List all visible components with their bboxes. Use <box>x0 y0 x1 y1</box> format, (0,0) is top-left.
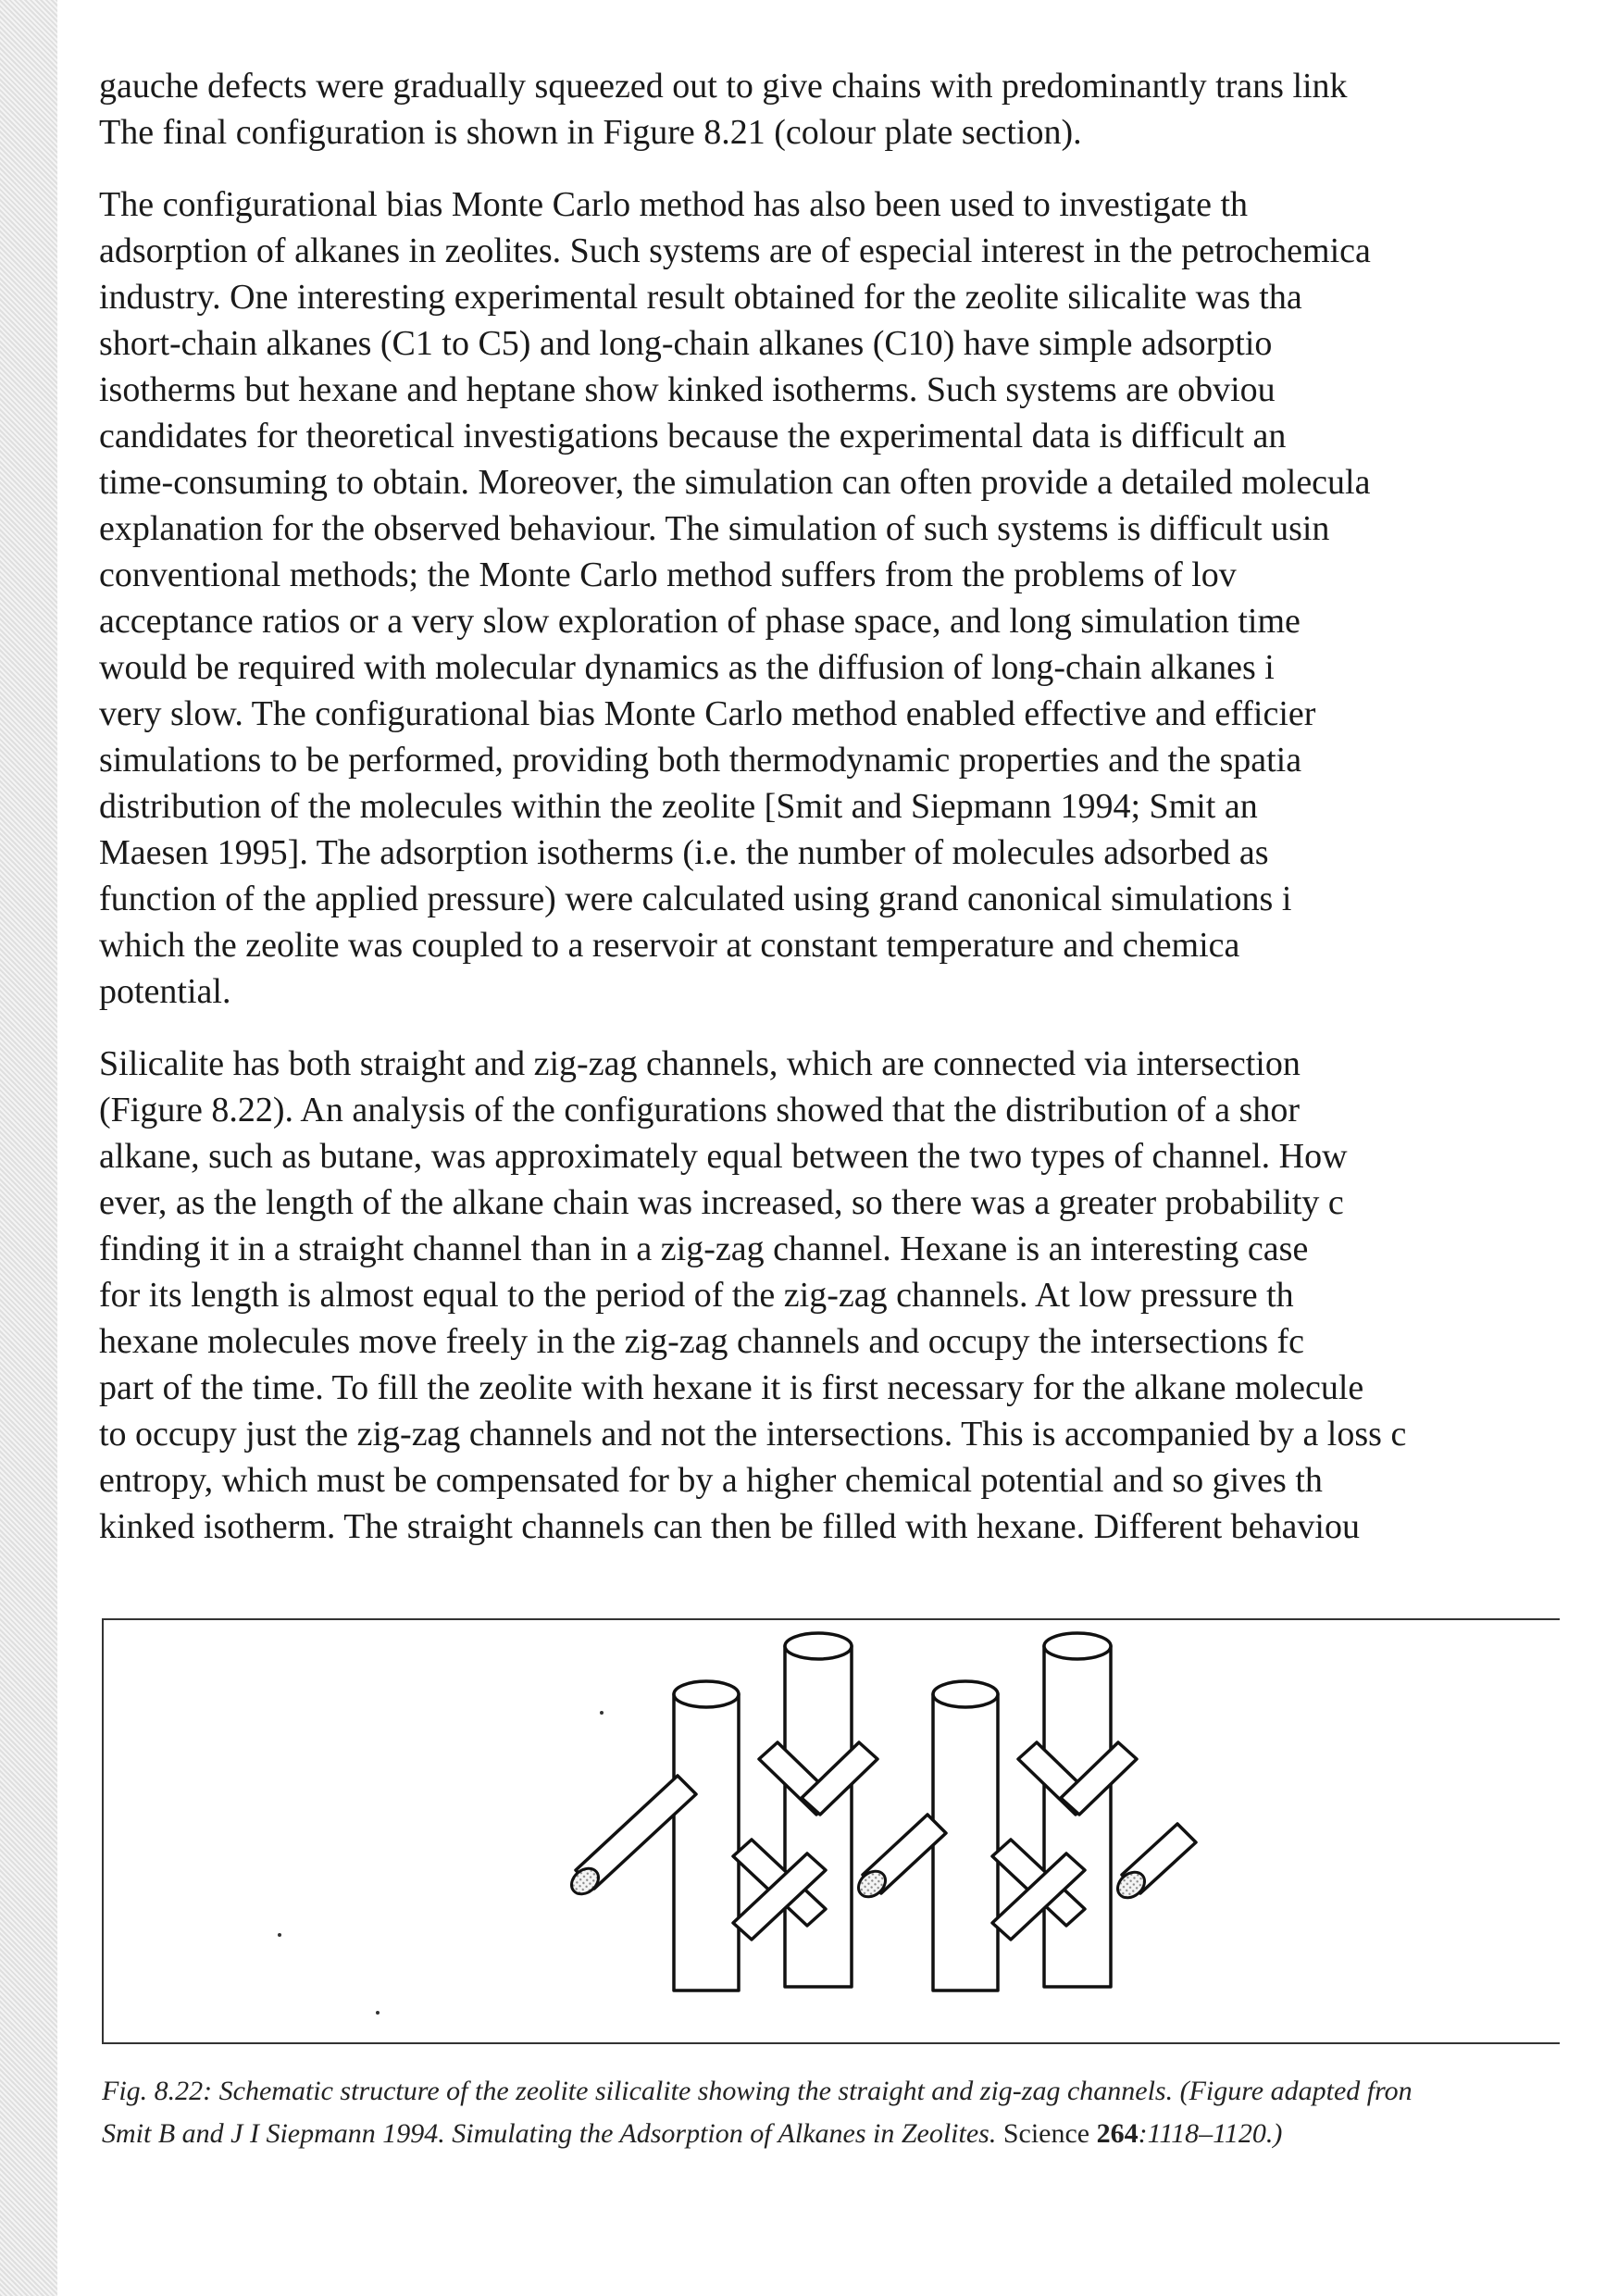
body-text: gauche defects were gradually squeezed o… <box>99 63 1557 1576</box>
text-line: conventional methods; the Monte Carlo me… <box>99 555 1237 594</box>
text-line: Silicalite has both straight and zig-zag… <box>99 1044 1301 1083</box>
text-line: would be required with molecular dynamic… <box>99 648 1275 687</box>
caption-line-2: Smit B and J I Siepmann 1994. Simulating… <box>102 2113 1564 2155</box>
text-line: distribution of the molecules within the… <box>99 787 1258 826</box>
text-line: acceptance ratios or a very slow explora… <box>99 602 1301 641</box>
text-line: simulations to be performed, providing b… <box>99 741 1302 780</box>
text-line: short-chain alkanes (C1 to C5) and long-… <box>99 324 1273 363</box>
text-line: finding it in a straight channel than in… <box>99 1229 1309 1268</box>
text-line: which the zeolite was coupled to a reser… <box>99 926 1240 965</box>
text-line: The configurational bias Monte Carlo met… <box>99 185 1249 224</box>
figure-caption: Fig. 8.22: Schematic structure of the ze… <box>102 2070 1564 2155</box>
text-line: candidates for theoretical investigation… <box>99 417 1287 455</box>
text-line: very slow. The configurational bias Mont… <box>99 694 1316 733</box>
channel-end-dotted <box>857 1869 887 1899</box>
text-line: industry. One interesting experimental r… <box>99 278 1302 317</box>
channel-end-dotted <box>1116 1870 1146 1900</box>
text-line: hexane molecules move freely in the zig-… <box>99 1322 1305 1361</box>
text-line: isotherms but hexane and heptane show ki… <box>99 370 1276 409</box>
straight-channel-back-2 <box>1042 1631 1113 1989</box>
text-line: explanation for the observed behaviour. … <box>99 509 1330 548</box>
text-line: function of the applied pressure) were c… <box>99 880 1292 918</box>
zigzag-channel-lower-1 <box>574 1774 948 1941</box>
paragraph-3: Silicalite has both straight and zig-zag… <box>99 1041 1557 1550</box>
caption-line-1: Fig. 8.22: Schematic structure of the ze… <box>102 2076 1413 2106</box>
text-line: The final configuration is shown in Figu… <box>99 113 1082 152</box>
text-line: Maesen 1995]. The adsorption isotherms (… <box>99 833 1269 872</box>
text-line: potential. <box>99 972 231 1011</box>
text-line: kinked isotherm. The straight channels c… <box>99 1507 1360 1546</box>
text-line: alkane, such as butane, was approximatel… <box>99 1137 1348 1176</box>
text-line: time-consuming to obtain. Moreover, the … <box>99 463 1371 502</box>
straight-channel-front-1 <box>672 1679 741 1992</box>
caption-volume: 264 <box>1096 2118 1139 2149</box>
caption-space <box>1089 2118 1097 2149</box>
caption-journal: Science <box>1002 2118 1090 2149</box>
straight-channel-front-2 <box>931 1679 1000 1992</box>
caption-pages: :1118–1120.) <box>1138 2118 1283 2149</box>
text-line: adsorption of alkanes in zeolites. Such … <box>99 231 1371 270</box>
paragraph-1: gauche defects were gradually squeezed o… <box>99 63 1557 156</box>
straight-channel-back-1 <box>783 1631 853 1989</box>
zigzag-channel-upper-2 <box>1016 1741 1139 1816</box>
figure-8-22 <box>102 1618 1560 2044</box>
text-line: part of the time. To fill the zeolite wi… <box>99 1368 1364 1407</box>
zigzag-channel-upper-1 <box>757 1741 879 1816</box>
channel-end-dotted <box>570 1866 600 1896</box>
text-line: entropy, which must be compensated for b… <box>99 1461 1323 1500</box>
caption-citation: Smit B and J I Siepmann 1994. Simulating… <box>102 2118 1003 2149</box>
scan-edge-shading <box>0 0 57 2296</box>
text-line: to occupy just the zig-zag channels and … <box>99 1415 1407 1454</box>
text-line: ever, as the length of the alkane chain … <box>99 1183 1344 1222</box>
text-line: gauche defects were gradually squeezed o… <box>99 67 1348 106</box>
text-line: (Figure 8.22). An analysis of the config… <box>99 1091 1301 1129</box>
silicalite-channel-diagram <box>278 1631 1198 2015</box>
paragraph-2: The configurational bias Monte Carlo met… <box>99 181 1557 1015</box>
text-line: for its length is almost equal to the pe… <box>99 1276 1294 1315</box>
